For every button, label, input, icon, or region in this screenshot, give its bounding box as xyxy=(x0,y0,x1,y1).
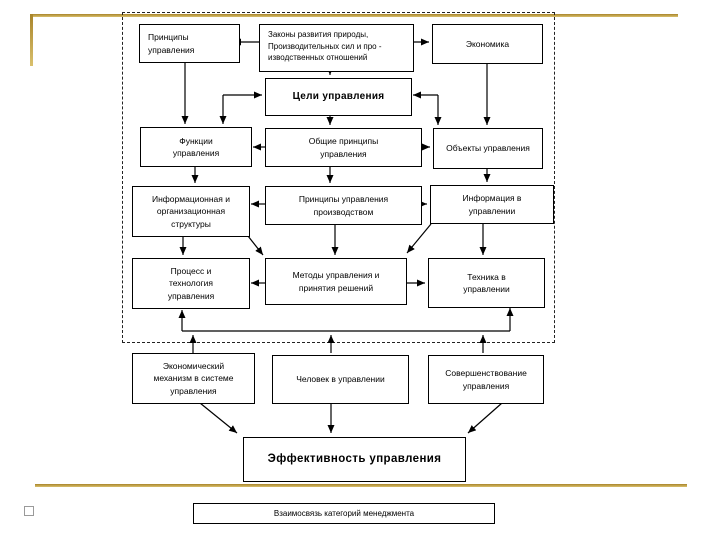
box-process-tech: Процесс и технология управления xyxy=(132,258,250,309)
box-info-org-structure: Информационная и организационная структу… xyxy=(132,186,250,237)
box-improvement: Совершенствование управления xyxy=(428,355,544,404)
box-methods: Методы управления и принятия решений xyxy=(265,258,407,305)
box-econ-mechanism: Экономический механизм в системе управле… xyxy=(132,353,255,404)
box-human: Человек в управлении xyxy=(272,355,409,404)
dashed-group-frame xyxy=(122,12,555,343)
box-goals: Цели управления xyxy=(265,78,412,116)
bullet-placeholder-square xyxy=(24,506,34,516)
connector-econmech-to-effectiveness xyxy=(199,402,238,434)
box-effectiveness: Эффективность управления xyxy=(243,437,466,482)
connector-improvement-to-effectiveness xyxy=(467,402,503,434)
box-functions: Функции управления xyxy=(140,127,252,167)
box-info-in-mgmt: Информация в управлении xyxy=(430,185,554,224)
accent-line-bottom xyxy=(35,484,687,487)
box-production-principles: Принципы управления производством xyxy=(265,186,422,225)
accent-line-left xyxy=(30,14,33,66)
accent-line-top xyxy=(30,14,678,17)
box-general-principles: Общие принципы управления xyxy=(265,128,422,167)
box-tech-in-mgmt: Техника в управлении xyxy=(428,258,545,308)
box-principles: Принципы управления xyxy=(139,24,240,63)
box-objects: Объекты управления xyxy=(433,128,543,169)
box-economics: Экономика xyxy=(432,24,543,64)
box-laws: Законы развития природы, Производительны… xyxy=(259,24,414,72)
slide-caption: Взаимосвязь категорий менеджмента xyxy=(193,503,495,524)
